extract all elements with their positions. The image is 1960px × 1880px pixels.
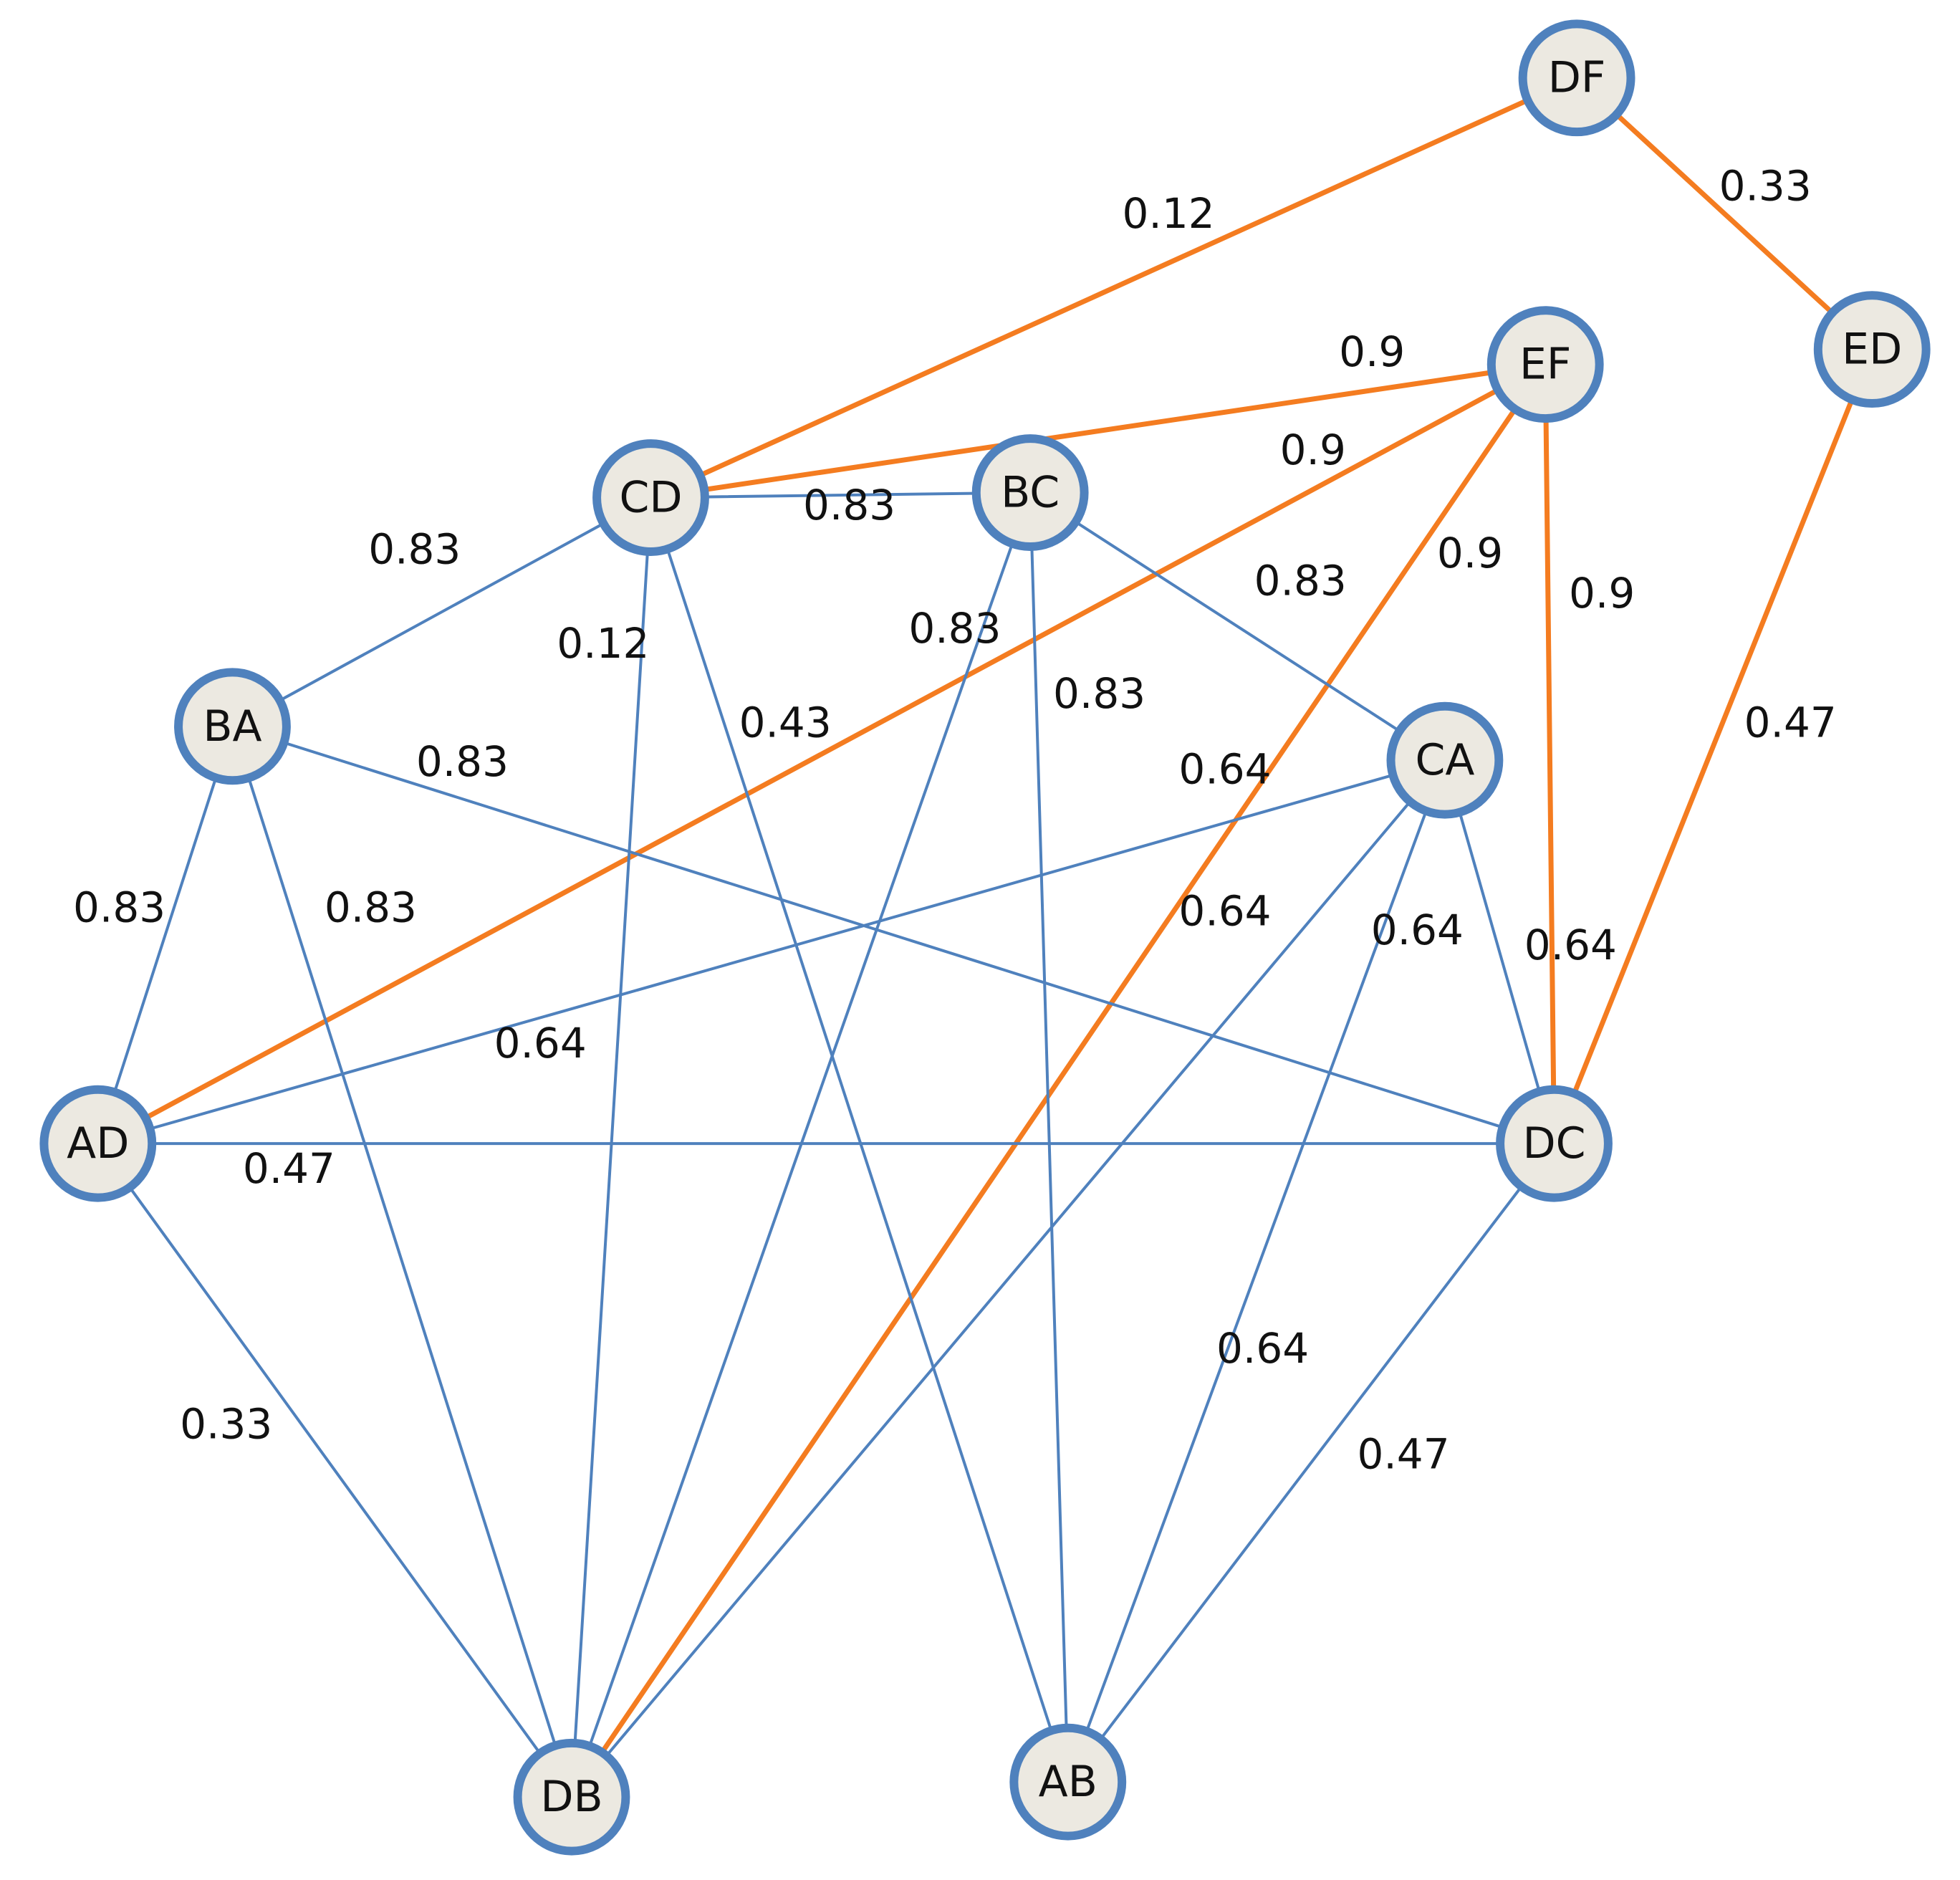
node-circle — [592, 439, 709, 557]
node-ed: ED — [1813, 291, 1931, 408]
node-circle — [971, 434, 1089, 551]
edge-ed-dc — [1552, 347, 1875, 1146]
edge-weight-label: 0.83 — [73, 883, 165, 931]
node-label: AB — [1039, 1757, 1097, 1807]
edge-weight-label: 0.83 — [1254, 556, 1347, 605]
edge-weight-label: 0.47 — [243, 1144, 335, 1193]
node-label: ED — [1842, 325, 1902, 375]
edge-cd-db — [570, 496, 653, 1799]
edges-layer — [95, 75, 1875, 1800]
node-circle — [39, 1085, 157, 1202]
node-bc: BC — [971, 434, 1089, 551]
edge-df-ed — [1574, 75, 1875, 352]
node-ab: AB — [1009, 1723, 1127, 1841]
edge-ef-ad — [95, 362, 1548, 1146]
node-label: DC — [1522, 1118, 1585, 1169]
node-circle — [1518, 19, 1635, 137]
node-cd: CD — [592, 439, 709, 557]
node-label: DB — [540, 1772, 602, 1822]
edge-weight-label: 0.64 — [1178, 887, 1271, 936]
edge-ca-ab — [1066, 759, 1446, 1784]
edge-bc-ab — [1029, 491, 1070, 1784]
edge-weight-label: 0.83 — [416, 737, 509, 786]
node-label: DF — [1548, 53, 1606, 103]
node-circle — [1009, 1723, 1127, 1841]
edge-weight-label: 0.33 — [180, 1399, 272, 1448]
edge-df-cd — [648, 75, 1580, 501]
edge-labels-layer: 0.12 0.33 0.9 0.9 0.9 0.9 0.47 0.83 0.83 0.12 0.43… — [73, 162, 1837, 1479]
edge-bc-ca — [1029, 491, 1446, 762]
edge-cd-ba — [231, 496, 653, 728]
edge-weight-label: 0.64 — [494, 1019, 587, 1068]
node-circle — [174, 668, 291, 785]
edge-weight-label: 0.64 — [1524, 921, 1617, 969]
edge-ba-db — [231, 724, 573, 1799]
node-dc: DC — [1496, 1085, 1613, 1202]
node-label: BA — [203, 701, 261, 752]
edge-weight-label: 0.64 — [1371, 906, 1464, 954]
node-label: EF — [1519, 340, 1571, 390]
node-circle — [513, 1738, 630, 1856]
edge-weight-label: 0.83 — [803, 481, 895, 529]
edge-ca-dc — [1443, 759, 1556, 1146]
nodes-layer: DF ED EF CD BC BA CA AD DC DB AB — [39, 19, 1931, 1856]
edge-weight-label: 0.12 — [557, 619, 649, 668]
edge-weight-label: 0.33 — [1719, 162, 1812, 211]
node-df: DF — [1518, 19, 1635, 137]
node-db: DB — [513, 1738, 630, 1856]
edge-weight-label: 0.43 — [739, 699, 832, 747]
edge-weight-label: 0.9 — [1569, 569, 1635, 618]
edge-ef-cd — [648, 362, 1548, 501]
edge-weight-label: 0.83 — [368, 525, 461, 574]
edge-weight-label: 0.83 — [1053, 669, 1145, 718]
node-circle — [1496, 1085, 1613, 1202]
node-circle — [1813, 291, 1931, 408]
edge-weight-label: 0.9 — [1339, 327, 1405, 376]
node-ba: BA — [174, 668, 291, 785]
edge-cd-ab — [649, 496, 1070, 1784]
edge-cd-bc — [649, 491, 1032, 499]
edge-ca-ad — [96, 759, 1446, 1146]
node-ca: CA — [1386, 701, 1504, 819]
node-label: AD — [67, 1118, 129, 1169]
edge-dc-ab — [1066, 1142, 1556, 1784]
node-label: CD — [619, 473, 682, 523]
edge-weight-label: 0.12 — [1123, 189, 1215, 238]
edge-weight-label: 0.83 — [908, 604, 1001, 653]
edge-ef-db — [569, 362, 1548, 1800]
edge-weight-label: 0.83 — [325, 883, 417, 931]
node-circle — [1486, 306, 1604, 423]
node-ef: EF — [1486, 306, 1604, 423]
edge-weight-label: 0.47 — [1744, 699, 1837, 747]
node-circle — [1386, 701, 1504, 819]
node-ad: AD — [39, 1085, 157, 1202]
edge-ad-db — [96, 1142, 573, 1799]
edge-weight-label: 0.9 — [1437, 529, 1503, 577]
edge-weight-label: 0.64 — [1178, 744, 1271, 793]
edge-weight-label: 0.64 — [1216, 1324, 1309, 1373]
edge-ca-db — [570, 759, 1446, 1799]
node-label: BC — [1001, 468, 1060, 518]
edge-ba-ad — [96, 724, 234, 1146]
edge-weight-label: 0.9 — [1280, 426, 1346, 474]
edge-ef-dc — [1542, 362, 1557, 1146]
edge-weight-label: 0.47 — [1357, 1429, 1449, 1478]
edge-ba-dc — [231, 724, 1556, 1146]
node-label: CA — [1415, 735, 1474, 785]
